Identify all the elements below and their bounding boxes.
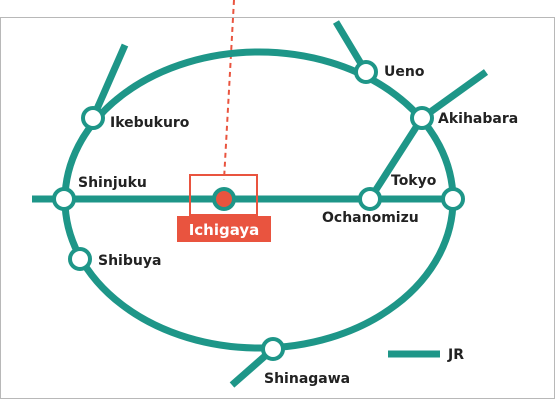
- station-marker-shinjuku[interactable]: [52, 187, 76, 211]
- station-marker-ikebukuro[interactable]: [81, 106, 105, 130]
- station-marker-tokyo[interactable]: [441, 187, 465, 211]
- station-label-ueno: Ueno: [384, 64, 425, 80]
- highlight-box: [189, 174, 258, 216]
- station-label-shinagawa: Shinagawa: [264, 371, 350, 387]
- station-label-shibuya: Shibuya: [98, 253, 161, 269]
- branch-line-akihabara: [419, 69, 489, 121]
- station-marker-ochanomizu[interactable]: [358, 187, 382, 211]
- station-label-shinjuku: Shinjuku: [78, 175, 147, 191]
- highlight-station-label: Ichigaya: [189, 221, 260, 239]
- legend-label: JR: [447, 347, 464, 363]
- pointer-line: [223, 0, 235, 181]
- station-marker-shinagawa[interactable]: [261, 337, 285, 361]
- branch-line-ochanomizu: [367, 116, 425, 201]
- station-label-ochanomizu: Ochanomizu: [322, 210, 419, 226]
- highlight-label-bg: [177, 216, 271, 242]
- station-marker-ichigaya[interactable]: [212, 187, 236, 211]
- station-label-akihabara: Akihabara: [438, 111, 518, 127]
- station-label-ikebukuro: Ikebukuro: [110, 115, 190, 131]
- branch-line-ikebukuro: [89, 43, 129, 120]
- station-label-tokyo: Tokyo: [391, 173, 437, 189]
- station-marker-akihabara[interactable]: [410, 106, 434, 130]
- station-marker-shibuya[interactable]: [68, 247, 92, 271]
- station-marker-ueno[interactable]: [354, 60, 378, 84]
